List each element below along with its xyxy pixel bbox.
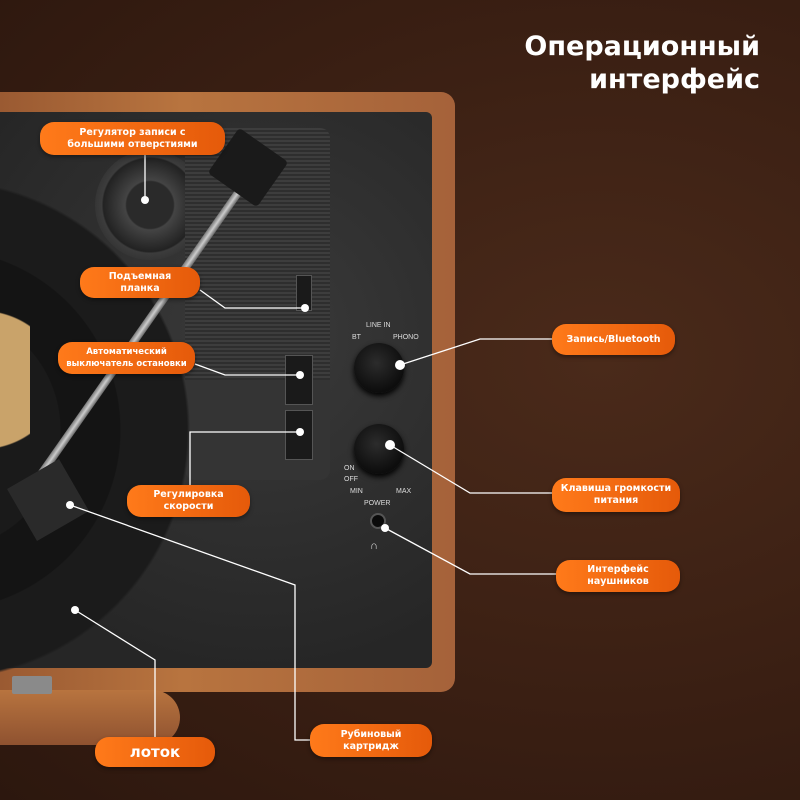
callout-bluetooth: Запись/Bluetooth [552,324,675,355]
auto-stop-switch[interactable] [285,355,313,405]
callout-text: Запись/Bluetooth [566,333,661,345]
callout-text: лоток [129,743,181,761]
page-title: Операционный интерфейс [524,30,760,96]
volume-knob[interactable] [354,424,404,474]
callout-text: планка [120,282,160,294]
callout-text: картридж [343,740,399,752]
lift-lever[interactable] [296,275,312,311]
callout-text: Клавиша громкости [560,483,672,494]
label-min: MIN [350,488,363,495]
label-max: MAX [396,488,412,495]
headphone-icon: ∩ [370,540,378,552]
headphone-jack[interactable] [370,513,386,529]
callout-auto-stop: Автоматический выключатель остановки [58,342,195,374]
callout-ruby-cartridge: Рубиновый картридж [310,724,432,757]
callout-text: Регулировка [153,489,224,500]
callout-text: Интерфейс [587,564,649,575]
callout-record-regulator: Регулятор записи с большими отверстиями [40,122,225,155]
case-latch [12,676,52,694]
mode-knob[interactable] [354,343,404,393]
callout-text: Рубиновый [340,728,402,740]
record-label [0,310,30,450]
callout-text: питания [593,495,639,506]
callout-volume: Клавиша громкости питания [552,478,680,512]
label-phono: PHONO [393,334,419,341]
label-bt: BT [352,334,361,341]
callout-text: Регулятор записи с [79,126,186,138]
label-power: POWER [364,500,391,507]
title-line-1: Операционный [524,31,760,62]
callout-text: Подъемная [108,270,172,282]
label-off: OFF [344,476,358,483]
title-line-2: интерфейс [589,64,760,95]
label-on: ON [344,465,355,472]
callout-text: наушников [587,576,649,587]
callout-lift-bar: Подъемная планка [80,267,200,298]
label-line-in: LINE IN [366,322,391,329]
callout-text: Автоматический [86,347,167,357]
callout-speed: Регулировка скорости [127,485,250,517]
callout-text: скорости [163,501,214,512]
speed-switch[interactable] [285,410,313,460]
callout-headphones: Интерфейс наушников [556,560,680,592]
callout-text: большими отверстиями [67,138,198,150]
callout-text: выключатель остановки [66,359,187,369]
callout-tray: лоток [95,737,215,767]
